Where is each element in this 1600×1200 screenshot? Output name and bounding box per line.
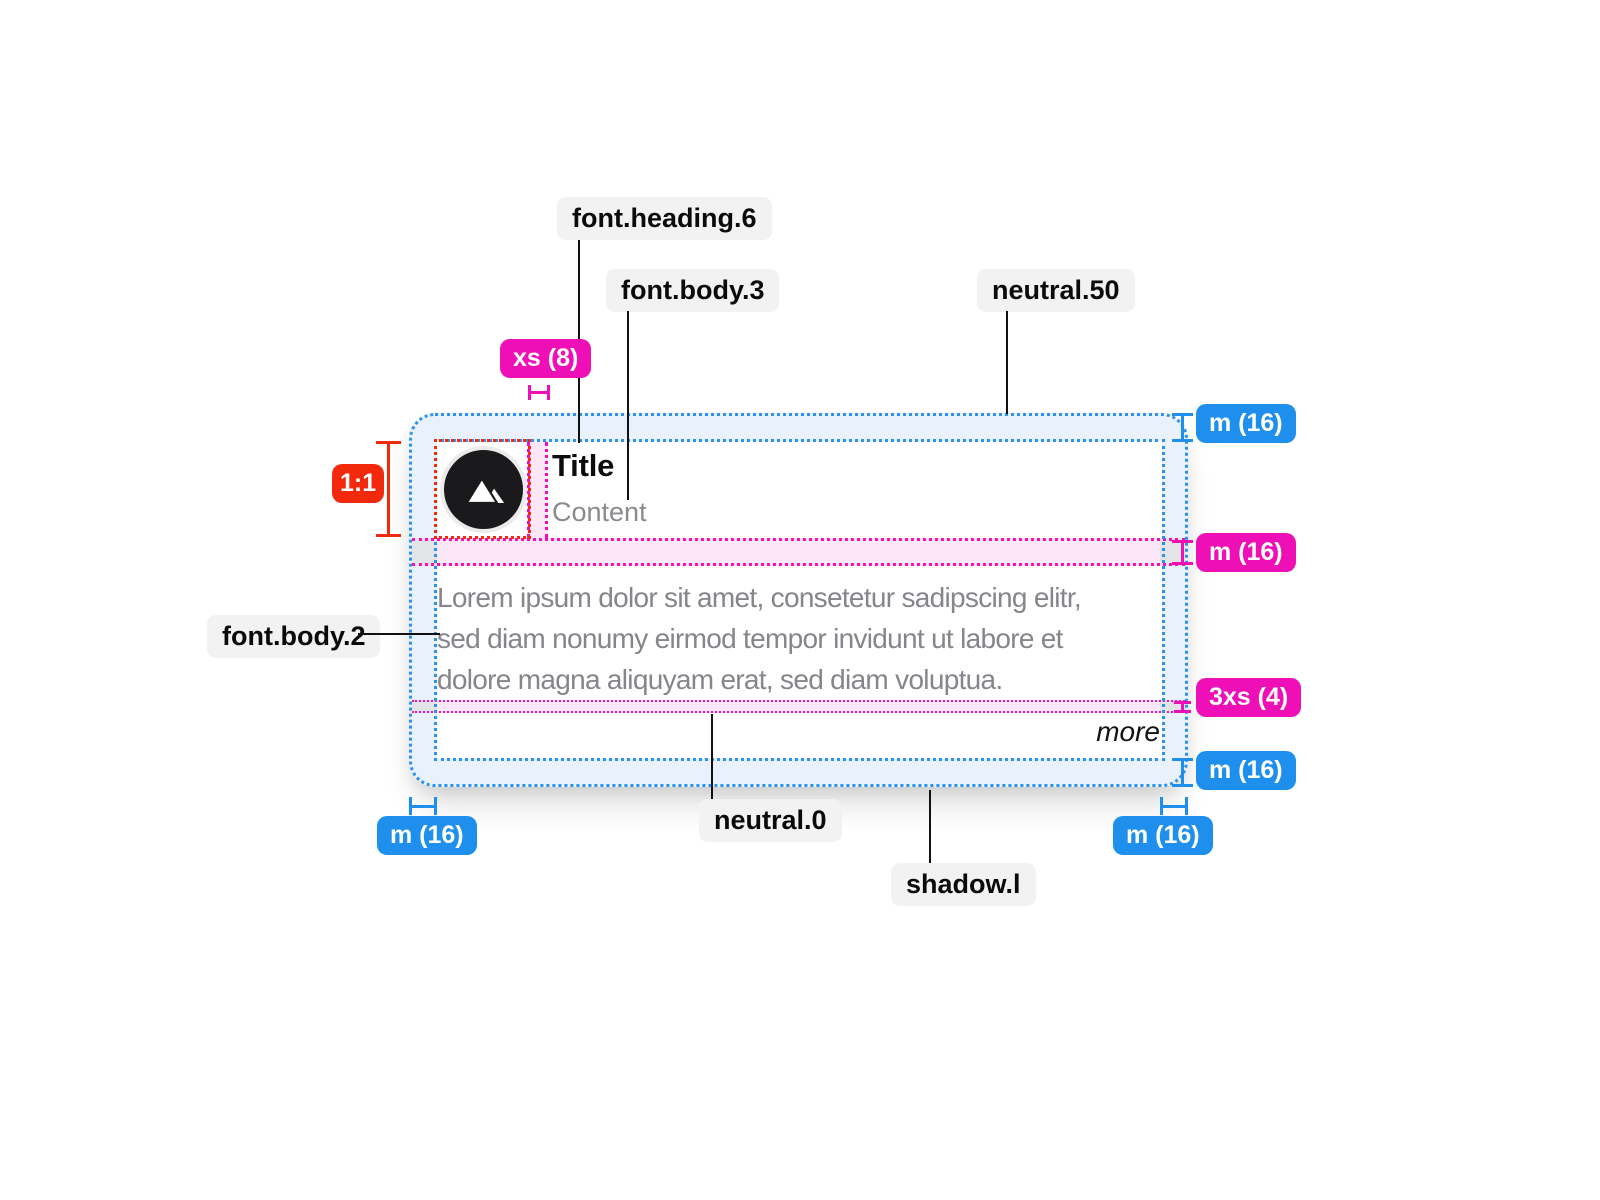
aspect-ratio-box	[434, 439, 531, 539]
margin-left-badge: m (16)	[377, 816, 477, 855]
body-line: Lorem ipsum dolor sit amet, consetetur s…	[437, 582, 1082, 613]
gap-3xs-ibeam-cap	[1174, 701, 1191, 704]
margin-top-badge: m (16)	[1196, 404, 1296, 443]
margin-bottom-badge: m (16)	[1196, 751, 1296, 790]
xs-ibeam-cap	[547, 385, 550, 400]
avatar[interactable]	[440, 446, 527, 533]
gap-3xs-ibeam-line	[1181, 701, 1184, 713]
margin-right-bracket-cap	[1185, 797, 1188, 815]
margin-bottom-ibeam-cap	[1172, 758, 1193, 761]
gap-middle-ibeam-cap	[1172, 562, 1193, 565]
connector-font-body-2	[358, 633, 440, 635]
token-label-font-body-2: font.body.2	[207, 615, 381, 658]
margin-left-bracket-cap	[434, 797, 437, 815]
card-subtitle: Content	[552, 497, 647, 527]
card-title: Title	[552, 448, 615, 483]
spacing-band-3xs	[412, 700, 1185, 713]
connector-neutral-50	[1006, 311, 1008, 414]
ratio-ibeam-cap	[376, 441, 401, 444]
gap-middle-ibeam-cap	[1172, 540, 1193, 543]
margin-right-bracket-line	[1160, 805, 1188, 808]
gap-3xs-badge: 3xs (4)	[1196, 678, 1302, 717]
token-label-neutral-50: neutral.50	[977, 269, 1135, 312]
margin-top-ibeam-cap	[1172, 413, 1193, 416]
margin-bottom-ibeam-cap	[1172, 784, 1193, 787]
body-line: sed diam nonumy eirmod tempor invidunt u…	[437, 623, 1063, 654]
xs-gap-badge: xs (8)	[500, 339, 592, 378]
gap-middle-badge: m (16)	[1196, 533, 1296, 572]
margin-top-ibeam-line	[1181, 413, 1184, 442]
connector-neutral-0	[711, 714, 713, 799]
connector-shadow-l	[929, 790, 931, 863]
xs-ibeam-line	[528, 391, 550, 394]
xs-ibeam-cap	[528, 385, 531, 400]
token-label-font-heading-6: font.heading.6	[557, 197, 772, 240]
ratio-ibeam-line	[387, 441, 390, 537]
body-line: dolore magna aliquyam erat, sed diam vol…	[437, 664, 1003, 695]
gap-middle-ibeam-line	[1181, 540, 1184, 565]
margin-right-bracket-cap	[1160, 797, 1163, 815]
connector-font-body-3	[627, 311, 629, 500]
ratio-badge: 1:1	[332, 464, 385, 503]
token-label-font-body-3: font.body.3	[606, 269, 780, 312]
token-label-neutral-0: neutral.0	[699, 799, 842, 842]
ratio-ibeam-cap	[376, 534, 401, 537]
mountain-icon	[464, 475, 504, 504]
spacing-band-m	[412, 538, 1185, 566]
margin-bottom-ibeam-line	[1181, 758, 1184, 787]
token-label-shadow-l: shadow.l	[891, 863, 1036, 906]
margin-left-bracket-cap	[409, 797, 412, 815]
more-row: more	[437, 716, 1160, 748]
more-link[interactable]: more	[1096, 716, 1160, 747]
card-body-text: Lorem ipsum dolor sit amet, consetetur s…	[437, 577, 1162, 700]
margin-left-bracket-line	[409, 805, 437, 808]
gap-3xs-ibeam-cap	[1174, 710, 1191, 713]
margin-right-badge: m (16)	[1113, 816, 1213, 855]
margin-top-ibeam-cap	[1172, 439, 1193, 442]
